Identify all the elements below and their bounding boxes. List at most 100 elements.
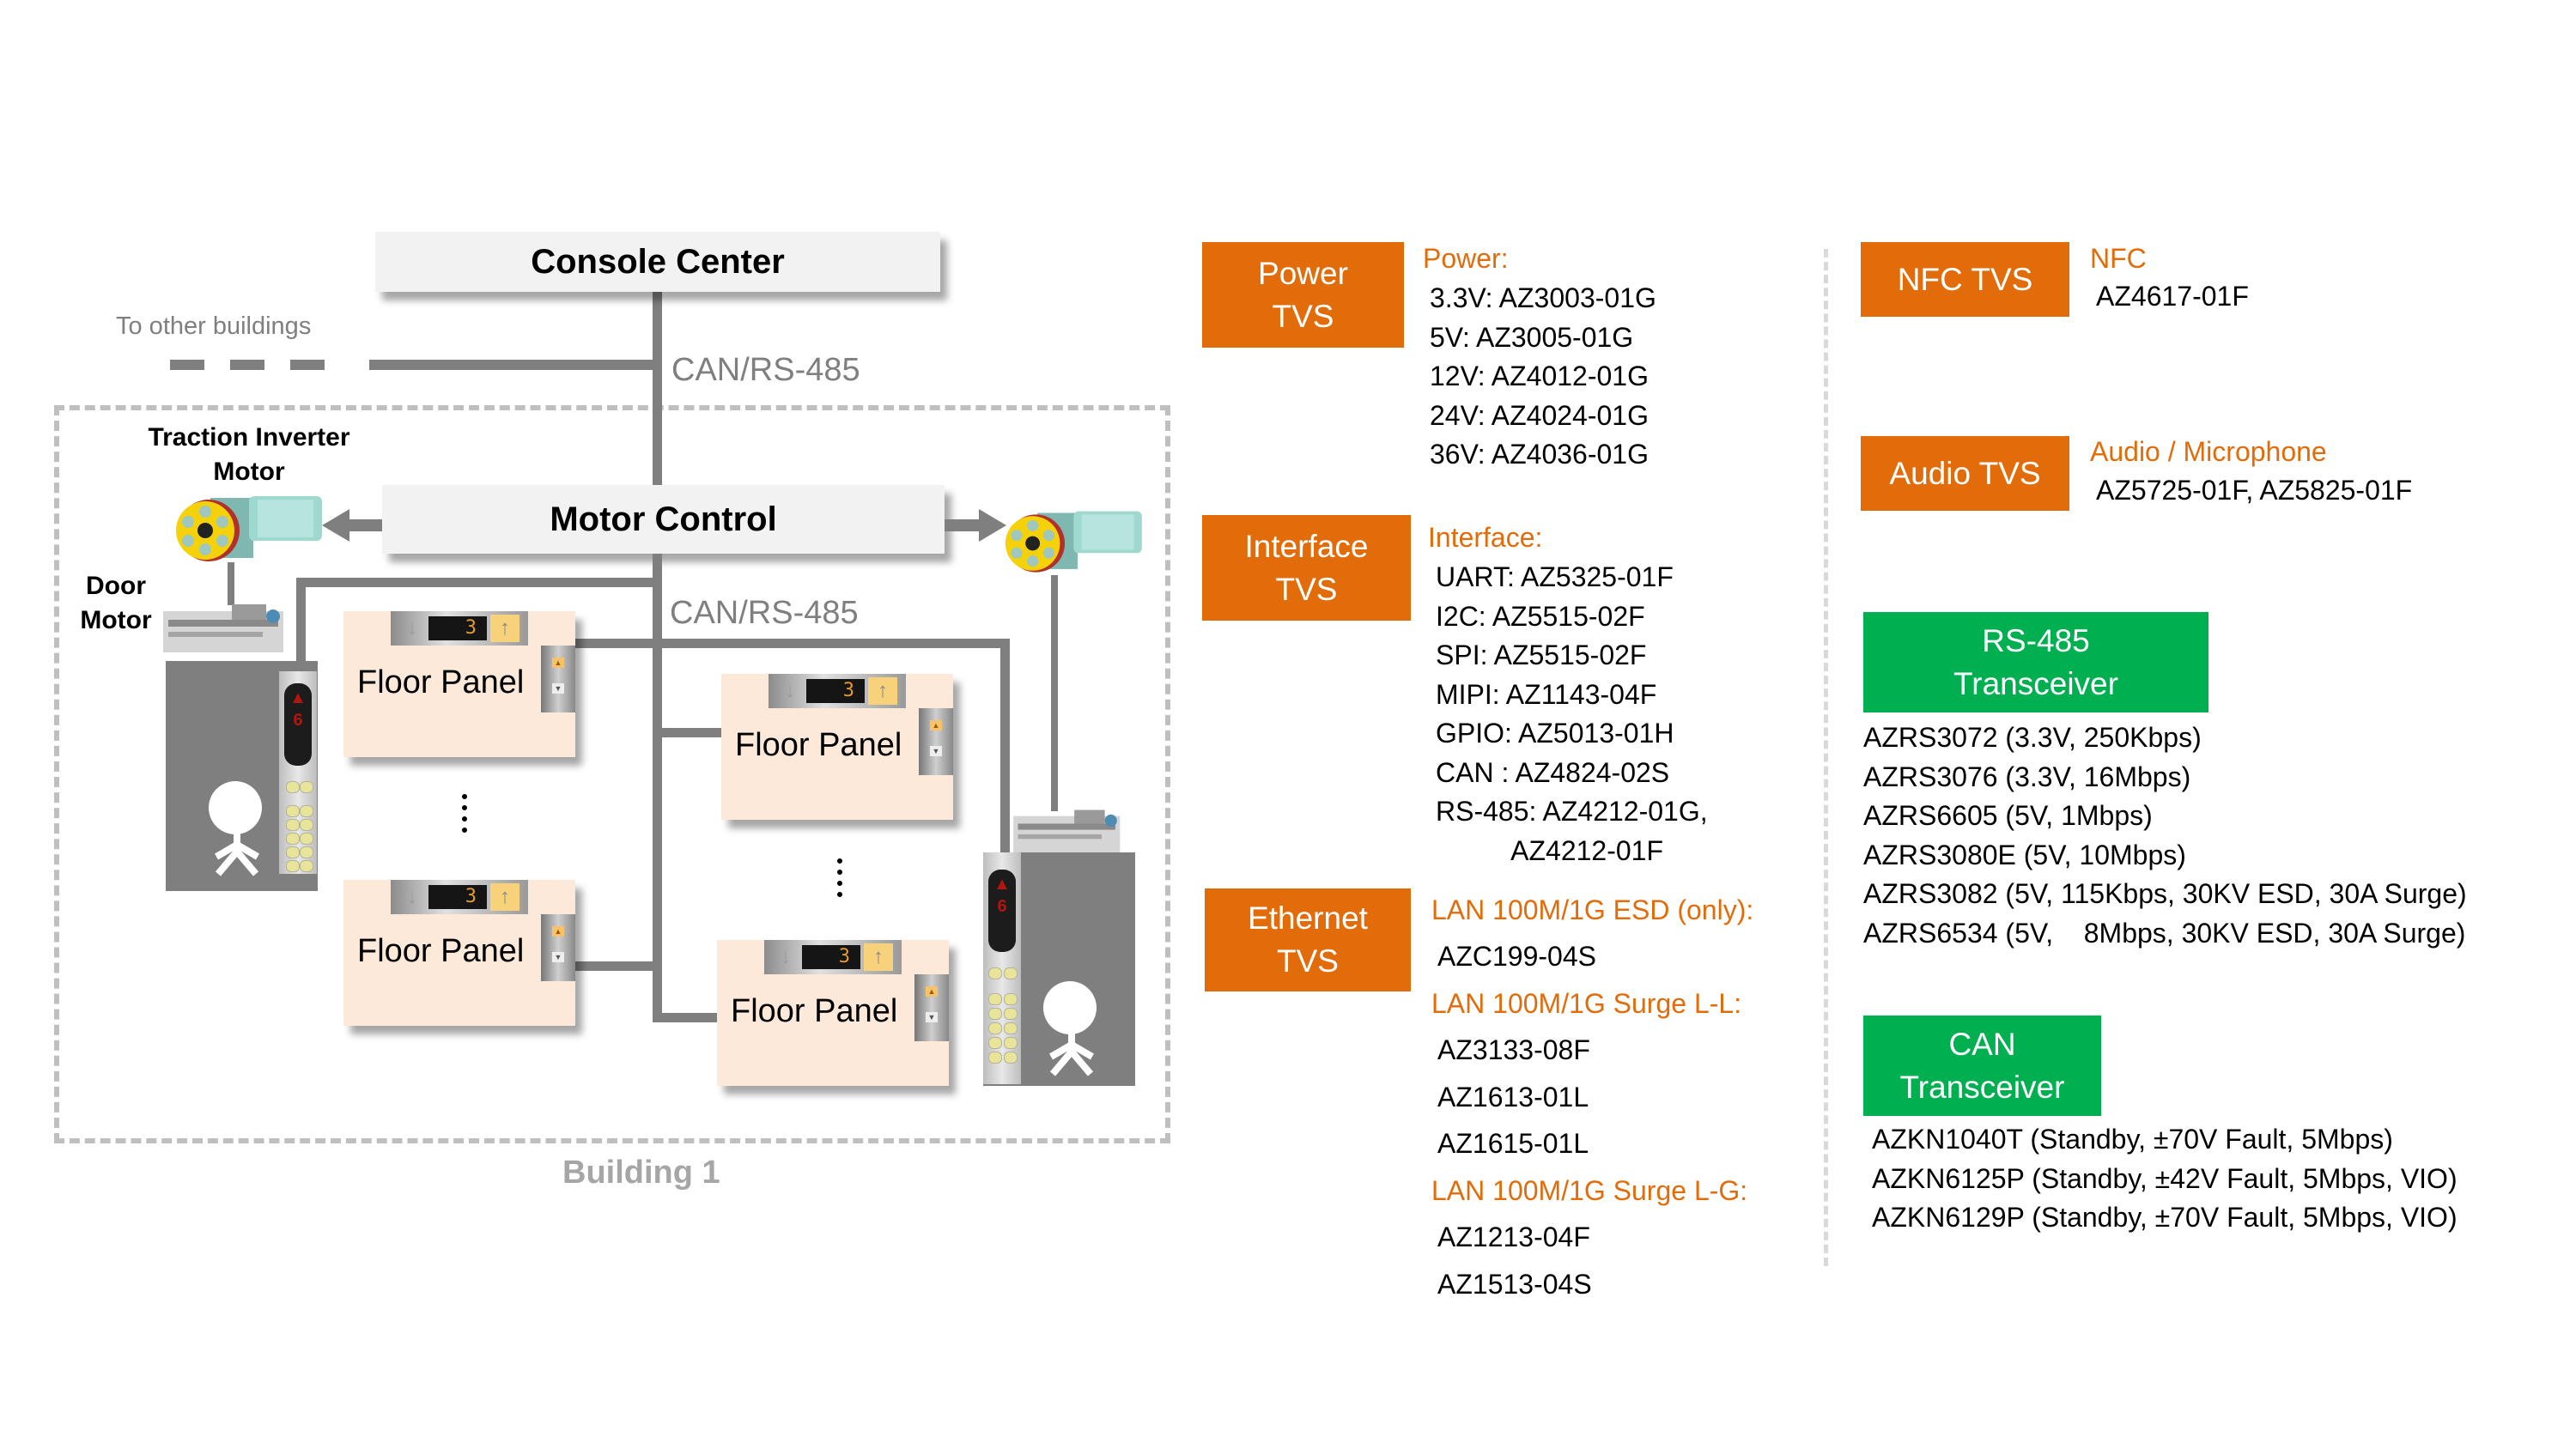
- part-item: UART: AZ5325-01F: [1436, 561, 1674, 592]
- door-motor-icon-left: [163, 604, 283, 652]
- call-down-icon: ▼: [552, 952, 564, 962]
- power-title: Power:: [1423, 243, 1509, 274]
- floor-display: 3: [802, 945, 860, 969]
- audio-title: Audio / Microphone: [2090, 436, 2327, 467]
- part-item: AZ3133-08F: [1437, 1034, 1590, 1065]
- part-item: 3.3V: AZ3003-01G: [1430, 282, 1656, 313]
- part-item: AZ4212-01F: [1436, 834, 1664, 866]
- call-down-icon: ▼: [926, 1012, 938, 1022]
- power-part-list: 3.3V: AZ3003-01G 5V: AZ3005-01G 12V: AZ4…: [1430, 279, 1656, 475]
- part-item: MIPI: AZ1143-04F: [1436, 678, 1657, 710]
- part-item: AZ1613-01L: [1437, 1082, 1589, 1113]
- down-arrow-icon: ↓: [785, 679, 795, 702]
- car-button: [300, 819, 313, 831]
- floor-panel-label: Floor Panel: [731, 993, 898, 1029]
- call-buttons: ▲ ▼: [919, 708, 953, 775]
- floor-panel-3: ↓ 3 ↑ ▲ ▼ Floor Panel: [343, 880, 575, 1026]
- more-floors-ellipsis-left: [462, 794, 472, 833]
- elevator-car-left: ▲ 6: [166, 661, 318, 891]
- car-control-panel: ▲ 6: [279, 671, 317, 874]
- right-motor-to-door-line: [1051, 575, 1058, 811]
- traction-motor-icon-left: [176, 496, 322, 561]
- bus-label-upper: CAN/RS-485: [671, 352, 860, 388]
- car-button: [1004, 993, 1018, 1005]
- car-button: [300, 805, 313, 817]
- up-arrow-icon: ↑: [868, 677, 897, 705]
- hall-lantern: ↓ 3 ↑: [769, 674, 906, 708]
- part-item: AZRS3072 (3.3V, 250Kbps): [1863, 722, 2202, 753]
- part-item: SPI: AZ5515-02F: [1436, 640, 1647, 670]
- part-item: AZRS3076 (3.3V, 16Mbps): [1863, 761, 2191, 792]
- hall-lantern: ↓ 3 ↑: [391, 880, 528, 914]
- car-button: [286, 805, 300, 817]
- interface-part-list: UART: AZ5325-01F I2C: AZ5515-02F SPI: AZ…: [1436, 558, 1708, 870]
- part-item: AZ1615-01L: [1437, 1128, 1589, 1159]
- call-up-icon: ▲: [552, 926, 564, 937]
- call-buttons: ▲ ▼: [541, 646, 575, 712]
- to-other-buildings-label: To other buildings: [116, 312, 312, 340]
- building-label: Building 1: [562, 1155, 720, 1191]
- car-button: [286, 860, 300, 872]
- call-buttons: ▲ ▼: [541, 914, 575, 981]
- traction-motor-icon-right: [1005, 511, 1142, 573]
- part-item: AZRS3082 (5V, 115Kbps, 30KV ESD, 30A Sur…: [1863, 878, 2467, 909]
- nfc-title: NFC: [2090, 243, 2147, 274]
- console-center-box: Console Center: [375, 232, 940, 292]
- bus-to-left-car: [296, 578, 657, 587]
- left-motor-to-door-line: [228, 562, 234, 605]
- ethernet-group-title: LAN 100M/1G Surge L-G:: [1431, 1175, 1748, 1206]
- bus-to-right-car: [575, 639, 1009, 648]
- motor-control-box: Motor Control: [382, 485, 945, 554]
- car-button: [1004, 1022, 1018, 1034]
- part-item: AZ1213-04F: [1437, 1222, 1590, 1252]
- hall-lantern: ↓ 3 ↑: [391, 611, 528, 646]
- car-button: [988, 993, 1002, 1005]
- car-button: [1004, 1008, 1018, 1020]
- lower-bus-trunk: [653, 554, 662, 1022]
- part-item: AZKN1040T (Standby, ±70V Fault, 5Mbps): [1872, 1124, 2393, 1155]
- part-item: 36V: AZ4036-01G: [1430, 439, 1649, 470]
- part-item: AZ5725-01F, AZ5825-01F: [2096, 475, 2413, 506]
- passenger-icon: [209, 781, 262, 834]
- arrow-to-right-motor: [945, 519, 979, 531]
- floor-panel-label: Floor Panel: [735, 727, 902, 763]
- bus-to-right-car-drop: [1000, 639, 1010, 853]
- bus-to-left-car-drop: [296, 578, 306, 672]
- car-button: [286, 819, 300, 831]
- car-floor-display: ▲ 6: [988, 870, 1016, 952]
- down-arrow-icon: ↓: [407, 616, 417, 640]
- part-item: RS-485: AZ4212-01G,: [1436, 796, 1708, 827]
- car-button: [1004, 1052, 1018, 1064]
- building-boundary: [54, 405, 1170, 1143]
- call-down-icon: ▼: [552, 683, 564, 694]
- part-item: AZC199-04S: [1437, 941, 1596, 972]
- passenger-icon: [1043, 981, 1097, 1034]
- car-floor-display: ▲ 6: [284, 683, 312, 766]
- up-arrow-icon: ↑: [490, 615, 519, 642]
- floor-display: 3: [428, 885, 487, 909]
- part-item: AZKN6125P (Standby, ±42V Fault, 5Mbps, V…: [1872, 1162, 2458, 1194]
- down-arrow-icon: ↓: [781, 945, 791, 968]
- call-down-icon: ▼: [930, 746, 942, 756]
- car-button: [300, 833, 313, 845]
- car-button: [286, 846, 300, 858]
- floor-panel-4: ↓ 3 ↑ ▲ ▼ Floor Panel: [717, 940, 949, 1086]
- floor-display: 3: [806, 679, 865, 703]
- ethernet-group-title: LAN 100M/1G ESD (only):: [1431, 894, 1754, 925]
- car-button: [988, 1052, 1002, 1064]
- car-button: [1004, 967, 1018, 979]
- other-buildings-dash-1: [170, 360, 204, 370]
- call-buttons: ▲ ▼: [914, 974, 949, 1041]
- traction-motor-label: Traction Inverter Motor: [148, 423, 350, 486]
- main-bus-line: [653, 292, 662, 485]
- arrow-right-head-icon: [979, 509, 1006, 542]
- car-button: [300, 781, 313, 793]
- bus-to-panel-4: [653, 1013, 721, 1022]
- door-motor-label: Door Motor: [80, 572, 152, 634]
- part-item: AZKN6129P (Standby, ±70V Fault, 5Mbps, V…: [1872, 1202, 2458, 1233]
- part-item: 5V: AZ3005-01G: [1430, 321, 1634, 353]
- bus-to-panel-2: [657, 728, 724, 737]
